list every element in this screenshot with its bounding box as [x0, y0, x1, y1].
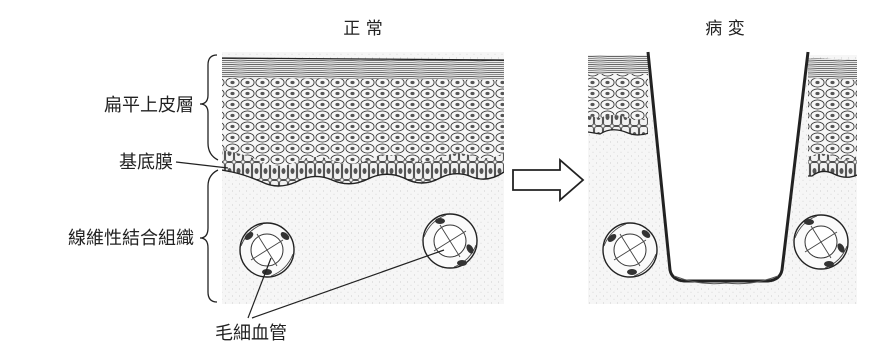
- arrow-icon: [512, 158, 585, 202]
- capillary-lesion-right: [793, 214, 849, 270]
- capillary-lesion-left: [602, 222, 658, 278]
- capillaries-label: 毛細血管: [215, 323, 287, 344]
- normal-panel: [222, 52, 504, 304]
- squamous-epithelium-label: 扁平上皮層: [104, 95, 194, 116]
- capillary-leader-lines: [247, 249, 445, 319]
- basal-cells-normal: [222, 150, 504, 186]
- ulcer-outline: [646, 51, 810, 283]
- squamous-epithelium-normal: [222, 58, 504, 186]
- squamous-epithelium-lesion-left: [588, 55, 648, 135]
- capillary-normal-right: [422, 213, 478, 269]
- lesion-panel: [588, 50, 857, 304]
- keratin-layer-normal: [222, 58, 504, 80]
- squamous-epithelium-lesion-right: [808, 58, 857, 178]
- normal-title: 正 常: [343, 19, 382, 39]
- lesion-title: 病 変: [705, 19, 744, 39]
- basement-membrane-label: 基底膜: [119, 152, 173, 173]
- epithelium-brace: [199, 54, 219, 161]
- basement-membrane-normal: [222, 169, 504, 187]
- connective-tissue-brace: [199, 169, 219, 303]
- fibrous-connective-tissue-label: 線維性結合組織: [68, 228, 194, 249]
- capillary-normal-left: [239, 222, 295, 278]
- basement-membrane-leader: [175, 161, 229, 169]
